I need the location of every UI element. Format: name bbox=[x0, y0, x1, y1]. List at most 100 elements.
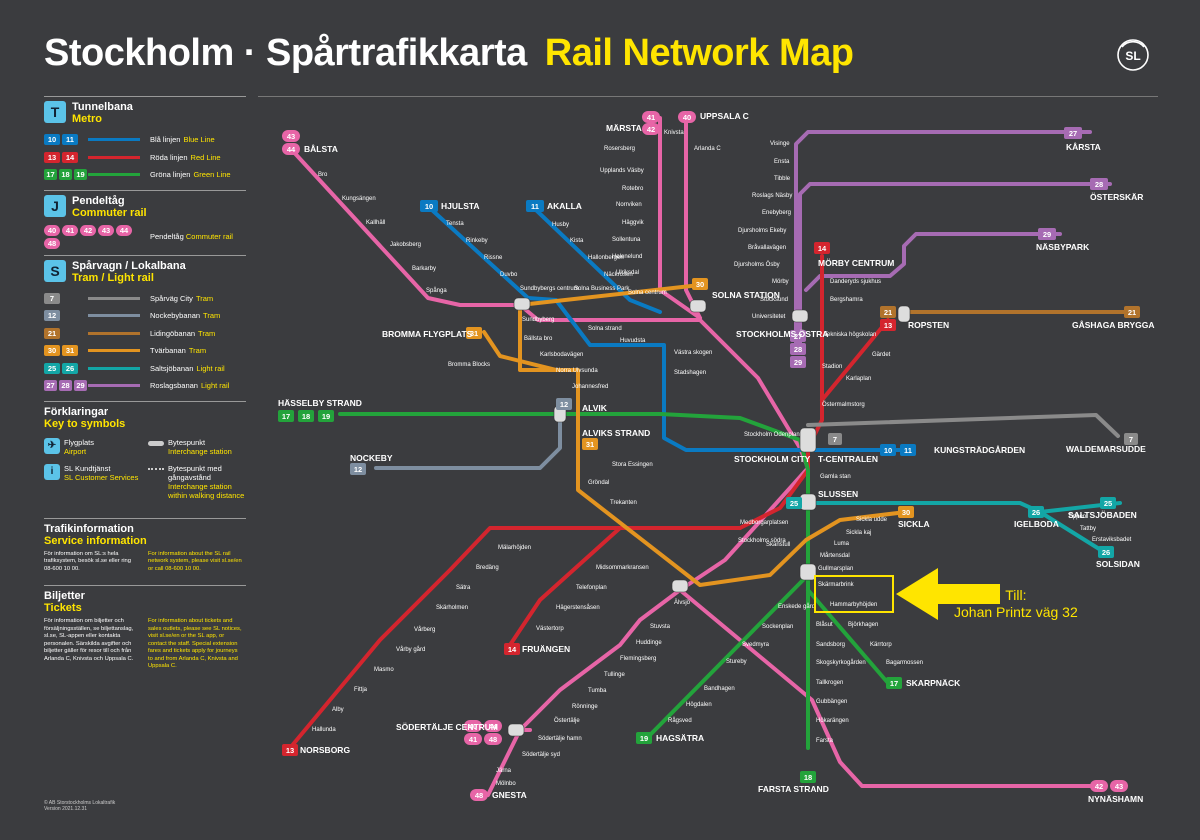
red-norsborg-line bbox=[288, 526, 742, 750]
badge-11b: 11 bbox=[904, 446, 912, 455]
legend-tickets: Biljetter Tickets För information om bil… bbox=[44, 585, 246, 671]
line-name-en: Light rail bbox=[200, 381, 230, 391]
station-label: Enskede gård bbox=[778, 603, 815, 610]
tram-12-line bbox=[374, 414, 562, 470]
station-label: Huddinge bbox=[636, 640, 662, 646]
badge-30: 30 bbox=[696, 280, 704, 289]
terminal-slussen: SLUSSEN bbox=[818, 489, 858, 499]
sl-logo-text: SL bbox=[1125, 49, 1140, 63]
station-label: Gärdet bbox=[872, 352, 891, 358]
station-label: Kallhäll bbox=[366, 220, 385, 226]
line-name-en: Commuter rail bbox=[185, 232, 233, 241]
terminal-osterskar: ÖSTERSKÄR bbox=[1090, 192, 1143, 202]
line-badge: 41 bbox=[62, 224, 78, 236]
line-badge: 25 bbox=[44, 362, 60, 374]
station-label: Sickla kaj bbox=[846, 530, 871, 536]
commuter-title: Pendeltåg bbox=[72, 194, 125, 207]
line-badge: 31 bbox=[62, 345, 78, 357]
interchange-universitetet bbox=[791, 309, 809, 323]
line-badge: 18 bbox=[59, 169, 72, 181]
service-info-subtitle: Service information bbox=[44, 534, 147, 547]
station-label: Mälarhöjden bbox=[498, 545, 531, 551]
commuter-subtitle: Commuter rail bbox=[72, 206, 147, 219]
saltsjobanan-solsidan-line bbox=[1038, 510, 1106, 554]
line-name-en: Tram bbox=[188, 346, 207, 356]
badge-7b: 7 bbox=[1129, 435, 1133, 444]
badge-17: 17 bbox=[282, 412, 290, 421]
station-label: Tensta bbox=[446, 221, 464, 227]
badge-19: 19 bbox=[322, 412, 330, 421]
station-label: Gamla stan bbox=[820, 474, 851, 480]
terminal-stockholmsostra: STOCKHOLMS ÖSTRA bbox=[736, 329, 828, 339]
tram-31-line bbox=[482, 330, 558, 372]
station-label: Solna centrum bbox=[628, 290, 667, 296]
line-name-en: Tram bbox=[195, 293, 214, 303]
header-rule bbox=[258, 96, 1158, 97]
badge-48b: 48 bbox=[475, 791, 483, 800]
line-badge: 28 bbox=[59, 380, 72, 392]
tram-7-line bbox=[806, 413, 1120, 438]
terminal-farsta: FARSTA STRAND bbox=[758, 784, 829, 794]
station-label: Karlsbodavägen bbox=[540, 352, 583, 358]
station-label: Sockenplan bbox=[762, 624, 793, 630]
terminal-kungstradgarden: KUNGSTRÄDGÅRDEN bbox=[934, 445, 1025, 455]
station-label: Solna strand bbox=[588, 326, 622, 332]
station-label: Rinkeby bbox=[466, 238, 488, 244]
station-label: Masmo bbox=[374, 667, 394, 673]
terminal-sodertalje: SÖDERTÄLJE CENTRUM bbox=[396, 722, 498, 732]
line-name: Gröna linjen bbox=[150, 170, 191, 180]
walking-interchange-icon bbox=[148, 467, 164, 473]
interchange-solna bbox=[689, 299, 707, 313]
title-english: Rail Network Map bbox=[544, 32, 854, 74]
station-label: Gullmarsplan bbox=[818, 566, 853, 572]
station-label: Stadshagen bbox=[674, 370, 706, 376]
station-label: Roslags Näsby bbox=[752, 193, 792, 199]
station-label: Hökarängen bbox=[816, 718, 849, 724]
line-name: Blå linjen bbox=[150, 135, 181, 145]
station-label: Duvbo bbox=[500, 272, 518, 278]
legend-service-info: Trafikinformation Service information Fö… bbox=[44, 517, 246, 574]
badge-27: 27 bbox=[1069, 129, 1077, 138]
terminal-balsta: BÅLSTA bbox=[304, 144, 338, 154]
station-label: Johannesfred bbox=[572, 384, 608, 390]
station-label: Djursholms Ekeby bbox=[738, 228, 786, 234]
roslagsbanan-28-line bbox=[798, 182, 1112, 354]
terminal-morby: MÖRBY CENTRUM bbox=[818, 258, 894, 268]
badge-13: 13 bbox=[884, 321, 892, 330]
badge-21b: 21 bbox=[1128, 308, 1136, 317]
line-badge: 44 bbox=[116, 224, 132, 236]
station-label: Sandsborg bbox=[816, 642, 845, 648]
station-label: Erstaviksbadet bbox=[1092, 537, 1132, 543]
badge-25: 25 bbox=[790, 499, 798, 508]
station-label: Spånga bbox=[426, 287, 447, 294]
station-label: Vårby gård bbox=[396, 646, 425, 653]
badge-31: 31 bbox=[470, 329, 478, 338]
interchange-slussen bbox=[799, 493, 817, 511]
roslagsbanan-27-line bbox=[794, 130, 1092, 354]
station-label: Järna bbox=[496, 768, 512, 774]
station-label: Tattby bbox=[1080, 526, 1096, 532]
station-label: Skärholmen bbox=[436, 605, 468, 611]
line-badge: 13 bbox=[44, 151, 60, 163]
blue-akalla-line bbox=[534, 208, 662, 314]
red-morby-line bbox=[738, 254, 824, 530]
line-name: Lidingöbanan bbox=[150, 328, 196, 338]
line-badge: 27 bbox=[44, 380, 57, 392]
destination-callout: Till: Johan Printz väg 32 bbox=[954, 587, 1078, 621]
badge-18: 18 bbox=[302, 412, 310, 421]
station-label: Bergshamra bbox=[830, 297, 863, 303]
terminal-waldemarsudde: WALDEMARSUDDE bbox=[1066, 444, 1146, 454]
station-label: Östermalmstorg bbox=[822, 401, 865, 408]
station-label: Häggvik bbox=[622, 220, 645, 226]
line-name: Pendeltåg bbox=[150, 232, 184, 241]
terminal-fruangen: FRUÄNGEN bbox=[522, 644, 570, 654]
badge-40: 40 bbox=[683, 113, 691, 122]
badge-43b: 43 bbox=[1115, 782, 1123, 791]
station-label: Bredäng bbox=[476, 565, 499, 571]
